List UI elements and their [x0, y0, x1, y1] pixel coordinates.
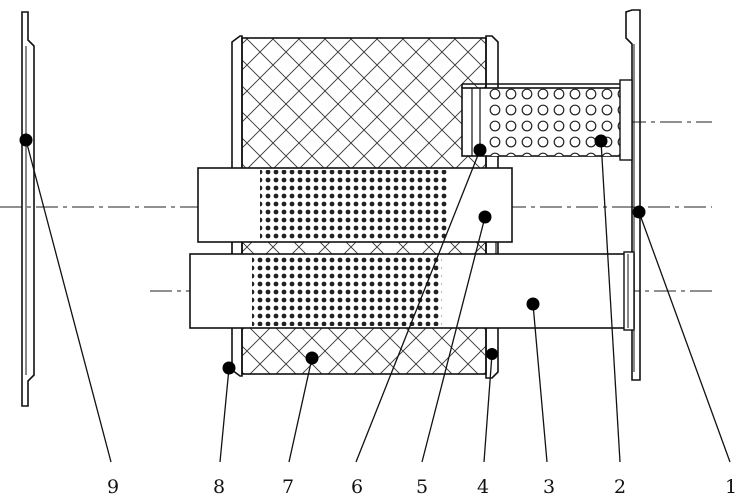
leader-5: [421, 216, 486, 463]
label-8: 8: [213, 476, 225, 498]
label-7: 7: [282, 476, 294, 498]
dot-7: [305, 351, 319, 365]
label-1: 1: [725, 476, 737, 498]
lower-perforated-tube: [189, 251, 635, 331]
dot-6: [473, 143, 487, 157]
upper-perforated-tube: [461, 79, 633, 161]
dot-3: [526, 297, 540, 311]
label-9: 9: [107, 476, 119, 498]
callout-dots: [19, 133, 646, 375]
dot-9: [19, 133, 33, 147]
leader-3: [532, 303, 548, 463]
right-baffle-plate: [485, 35, 499, 379]
label-5: 5: [416, 476, 428, 498]
leader-4: [483, 353, 493, 463]
label-6: 6: [351, 476, 363, 498]
tube-spacers: [231, 242, 497, 254]
callout-labels: 9 8 7 6 5 4 3 2 1: [107, 476, 737, 498]
leader-lines: [25, 139, 731, 463]
leader-9: [25, 139, 112, 463]
label-4: 4: [477, 476, 489, 498]
leader-1: [638, 211, 731, 463]
leader-6: [355, 149, 481, 463]
dot-4: [486, 348, 498, 360]
dot-2: [594, 134, 608, 148]
left-end-plate: [21, 11, 35, 407]
leader-7: [288, 357, 313, 463]
dot-1: [632, 205, 646, 219]
dot-5: [478, 210, 492, 224]
middle-perforated-tube: [197, 167, 513, 243]
dot-8: [222, 361, 236, 375]
label-2: 2: [614, 476, 626, 498]
label-3: 3: [543, 476, 555, 498]
leader-8: [219, 367, 230, 463]
leader-2: [600, 140, 621, 463]
